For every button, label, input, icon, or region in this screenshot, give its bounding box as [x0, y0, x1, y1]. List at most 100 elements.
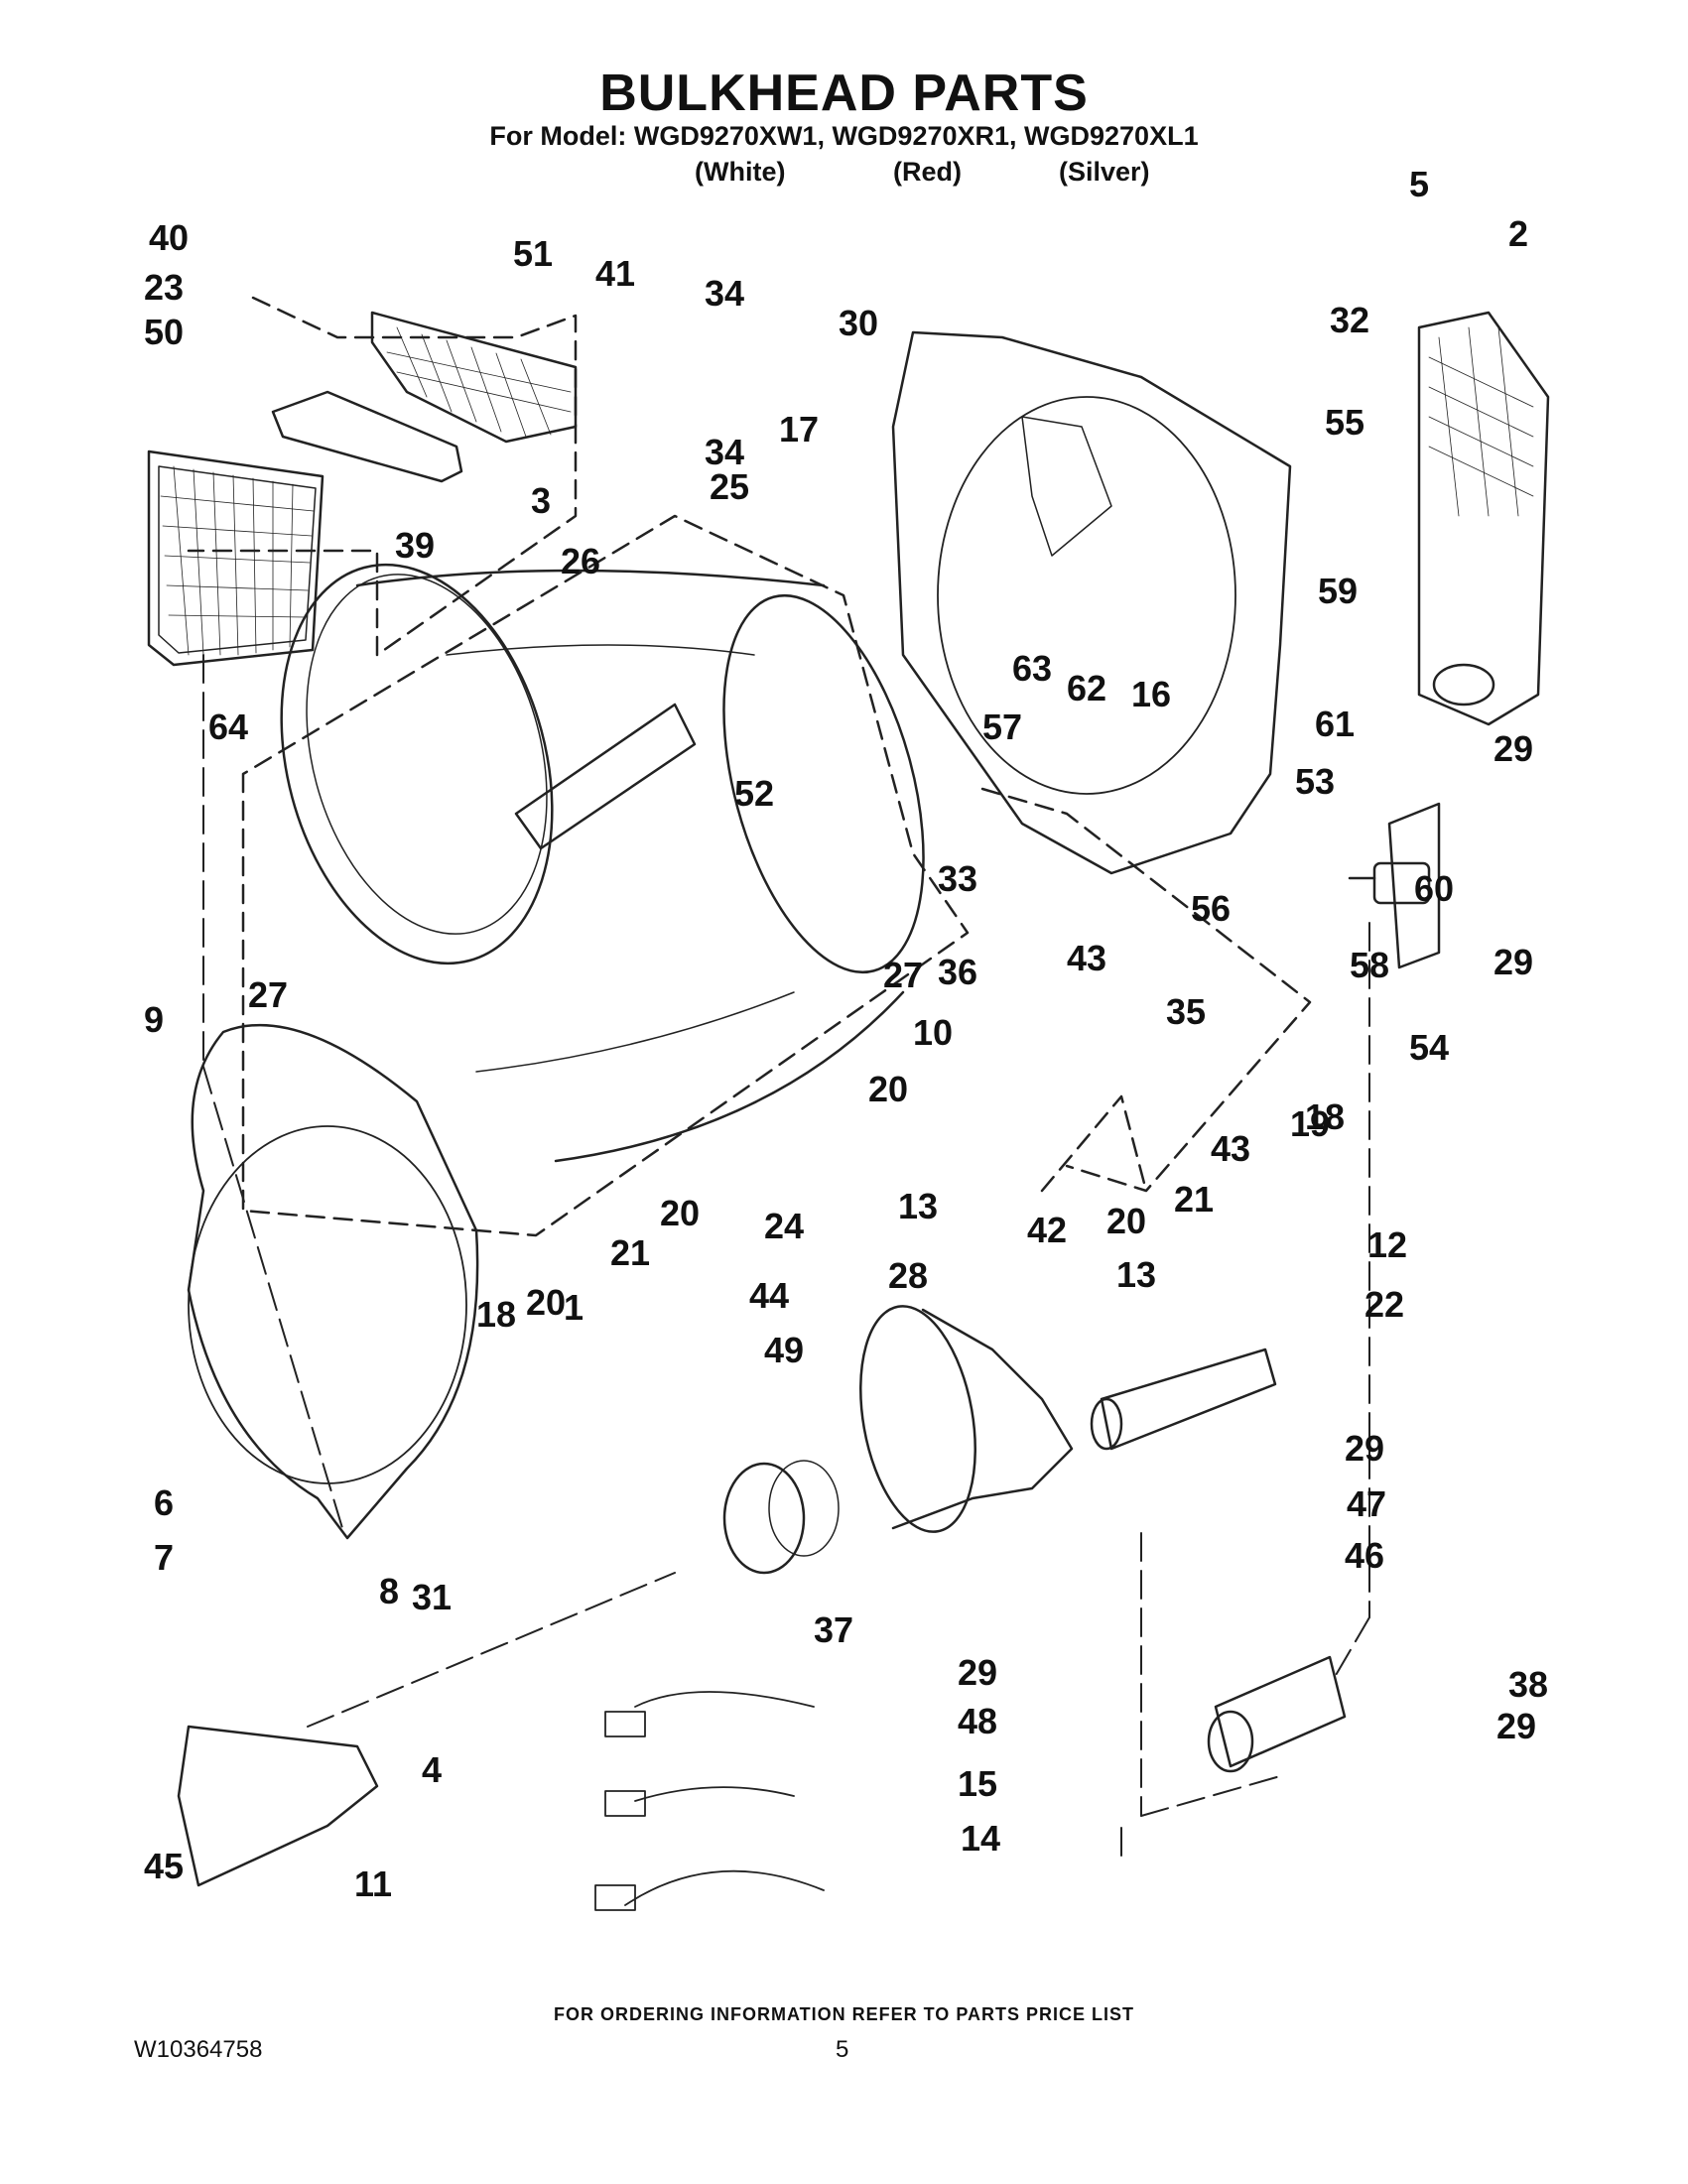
- callout-34: 34: [705, 273, 744, 314]
- alignment-lines: [202, 654, 1370, 1857]
- callout-6: 6: [154, 1482, 174, 1523]
- callout-34: 34: [705, 432, 744, 472]
- wire-harness: [594, 1691, 825, 1911]
- callout-43: 43: [1211, 1128, 1250, 1169]
- callout-23: 23: [144, 267, 184, 308]
- callout-43: 43: [1067, 938, 1106, 978]
- variant-white: (White): [695, 157, 786, 187]
- callout-59: 59: [1318, 571, 1358, 611]
- callout-32: 32: [1330, 300, 1369, 340]
- callout-47: 47: [1347, 1483, 1386, 1524]
- callout-41: 41: [595, 253, 635, 294]
- callout-20: 20: [526, 1282, 566, 1323]
- callout-11: 11: [354, 1863, 392, 1904]
- callout-1: 1: [564, 1287, 584, 1328]
- gas-valve-assembly: [1348, 802, 1441, 969]
- callout-63: 63: [1012, 648, 1052, 689]
- callout-2: 2: [1508, 213, 1528, 254]
- callout-27: 27: [883, 955, 923, 995]
- callout-31: 31: [412, 1577, 452, 1617]
- callout-39: 39: [395, 525, 435, 566]
- callout-25: 25: [710, 466, 749, 507]
- blower-wheel: [722, 1460, 840, 1575]
- callout-7: 7: [154, 1537, 174, 1578]
- rear-bulkhead: [891, 330, 1292, 875]
- callout-55: 55: [1325, 402, 1364, 443]
- callout-35: 35: [1166, 991, 1206, 1032]
- callout-29: 29: [1493, 942, 1533, 982]
- callout-60: 60: [1414, 868, 1454, 909]
- filter-housing: [271, 390, 463, 483]
- callout-38: 38: [1508, 1664, 1548, 1705]
- callout-29: 29: [1496, 1706, 1536, 1746]
- callout-8: 8: [379, 1571, 399, 1611]
- callout-44: 44: [749, 1275, 789, 1316]
- callout-20: 20: [868, 1069, 908, 1109]
- callout-61: 61: [1315, 704, 1355, 744]
- page-number: 5: [836, 2036, 849, 2063]
- callout-42: 42: [1027, 1210, 1067, 1250]
- callout-36: 36: [938, 952, 977, 992]
- callout-30: 30: [839, 303, 878, 343]
- callout-5: 5: [1409, 164, 1429, 204]
- callout-53: 53: [1295, 761, 1335, 802]
- callout-13: 13: [1116, 1254, 1156, 1295]
- callout-52: 52: [734, 773, 774, 814]
- callout-3: 3: [531, 480, 551, 521]
- lint-grille-top: [370, 311, 578, 444]
- callout-22: 22: [1364, 1284, 1404, 1325]
- callout-37: 37: [814, 1609, 853, 1650]
- variant-red: (Red): [893, 157, 962, 187]
- exhaust-duct: [1417, 311, 1550, 726]
- callout-10: 10: [913, 1012, 953, 1053]
- front-bulkhead: [187, 1023, 479, 1540]
- callout-17: 17: [779, 409, 819, 450]
- callout-21: 21: [1174, 1179, 1214, 1220]
- callout-46: 46: [1345, 1535, 1384, 1576]
- document-id: W10364758: [134, 2036, 263, 2063]
- callout-54: 54: [1409, 1027, 1449, 1068]
- front-drum-support: [177, 1725, 379, 1887]
- callout-56: 56: [1191, 888, 1231, 929]
- callout-28: 28: [888, 1255, 928, 1296]
- callout-4: 4: [422, 1749, 442, 1790]
- callout-9: 9: [144, 999, 164, 1040]
- callout-13: 13: [898, 1186, 938, 1226]
- callout-18: 18: [1305, 1096, 1345, 1137]
- callout-50: 50: [144, 312, 184, 352]
- callout-29: 29: [1493, 728, 1533, 769]
- callout-45: 45: [144, 1846, 184, 1886]
- callout-58: 58: [1350, 945, 1389, 985]
- callout-24: 24: [764, 1206, 804, 1246]
- callout-49: 49: [764, 1330, 804, 1370]
- callout-16: 16: [1131, 674, 1171, 714]
- callout-12: 12: [1367, 1224, 1407, 1265]
- blower-housing: [859, 1305, 1074, 1533]
- callout-18: 18: [476, 1294, 516, 1335]
- callout-62: 62: [1067, 668, 1106, 708]
- callout-27: 27: [248, 974, 288, 1015]
- callout-48: 48: [958, 1701, 997, 1741]
- callout-57: 57: [982, 707, 1022, 747]
- callout-20: 20: [1106, 1201, 1146, 1241]
- callout-64: 64: [208, 707, 248, 747]
- ordering-note: FOR ORDERING INFORMATION REFER TO PARTS …: [553, 2004, 1134, 2024]
- callout-51: 51: [513, 233, 553, 274]
- drum-baffle: [514, 703, 697, 850]
- callout-29: 29: [958, 1652, 997, 1693]
- page-title: BULKHEAD PARTS: [599, 64, 1089, 122]
- callout-29: 29: [1345, 1428, 1384, 1469]
- assembly-outlines: [187, 296, 1312, 1237]
- model-list: For Model: WGD9270XW1, WGD9270XR1, WGD92…: [489, 121, 1199, 151]
- callout-15: 15: [958, 1763, 997, 1804]
- air-duct: [1090, 1348, 1277, 1451]
- burner-tube: [1207, 1655, 1347, 1773]
- callout-14: 14: [961, 1818, 1000, 1859]
- callout-33: 33: [938, 858, 977, 899]
- callout-20: 20: [660, 1193, 700, 1233]
- callout-40: 40: [149, 217, 189, 258]
- variant-silver: (Silver): [1059, 157, 1150, 187]
- callout-26: 26: [561, 541, 600, 581]
